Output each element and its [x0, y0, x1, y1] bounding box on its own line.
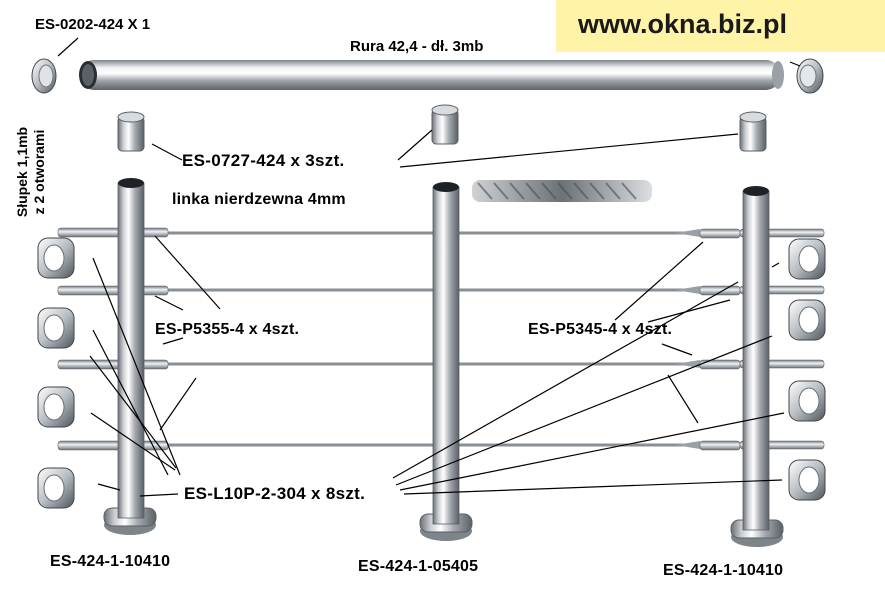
label-post-right: ES-424-1-10410 — [663, 562, 784, 579]
saddle-connector-left — [117, 111, 145, 152]
label-end-cap: ES-0202-424 X 1 — [35, 16, 151, 33]
label-threaded-end: ES-P5355-4 x 4szt. — [155, 321, 300, 338]
label-tensioner: ES-P5345-4 x 4szt. — [528, 321, 673, 338]
label-post-middle: ES-424-1-05405 — [358, 558, 479, 575]
post-left — [103, 178, 157, 535]
label-cap-nut: ES-L10P-2-304 x 8szt. — [184, 484, 366, 503]
saddle-connector-middle — [431, 104, 459, 145]
label-saddle: ES-0727-424 x 3szt. — [182, 151, 345, 170]
post-middle — [419, 182, 473, 541]
wire-sample-image — [472, 180, 652, 202]
handrail-tube — [79, 60, 784, 90]
label-post-note: Słupek 1,1mb z 2 otworami — [14, 112, 48, 232]
label-post-note-line1: Słupek 1,1mb — [14, 126, 30, 218]
cap-nuts-right — [788, 238, 826, 501]
leader-lines — [57, 37, 801, 497]
end-cap-right — [796, 58, 824, 94]
label-wire: linka nierdzewna 4mm — [172, 191, 346, 208]
label-post-left: ES-424-1-10410 — [50, 553, 171, 570]
website-banner: www.okna.biz.pl — [556, 0, 885, 52]
label-rail-tube: Rura 42,4 - dł. 3mb — [350, 38, 484, 55]
saddle-connector-right — [739, 111, 767, 152]
website-url: www.okna.biz.pl — [578, 9, 788, 39]
cap-nuts-left — [37, 237, 75, 509]
post-right — [730, 186, 784, 547]
end-cap-left — [31, 58, 57, 94]
cable-wires — [160, 231, 700, 447]
label-post-note-line2: z 2 otworami — [31, 129, 47, 215]
